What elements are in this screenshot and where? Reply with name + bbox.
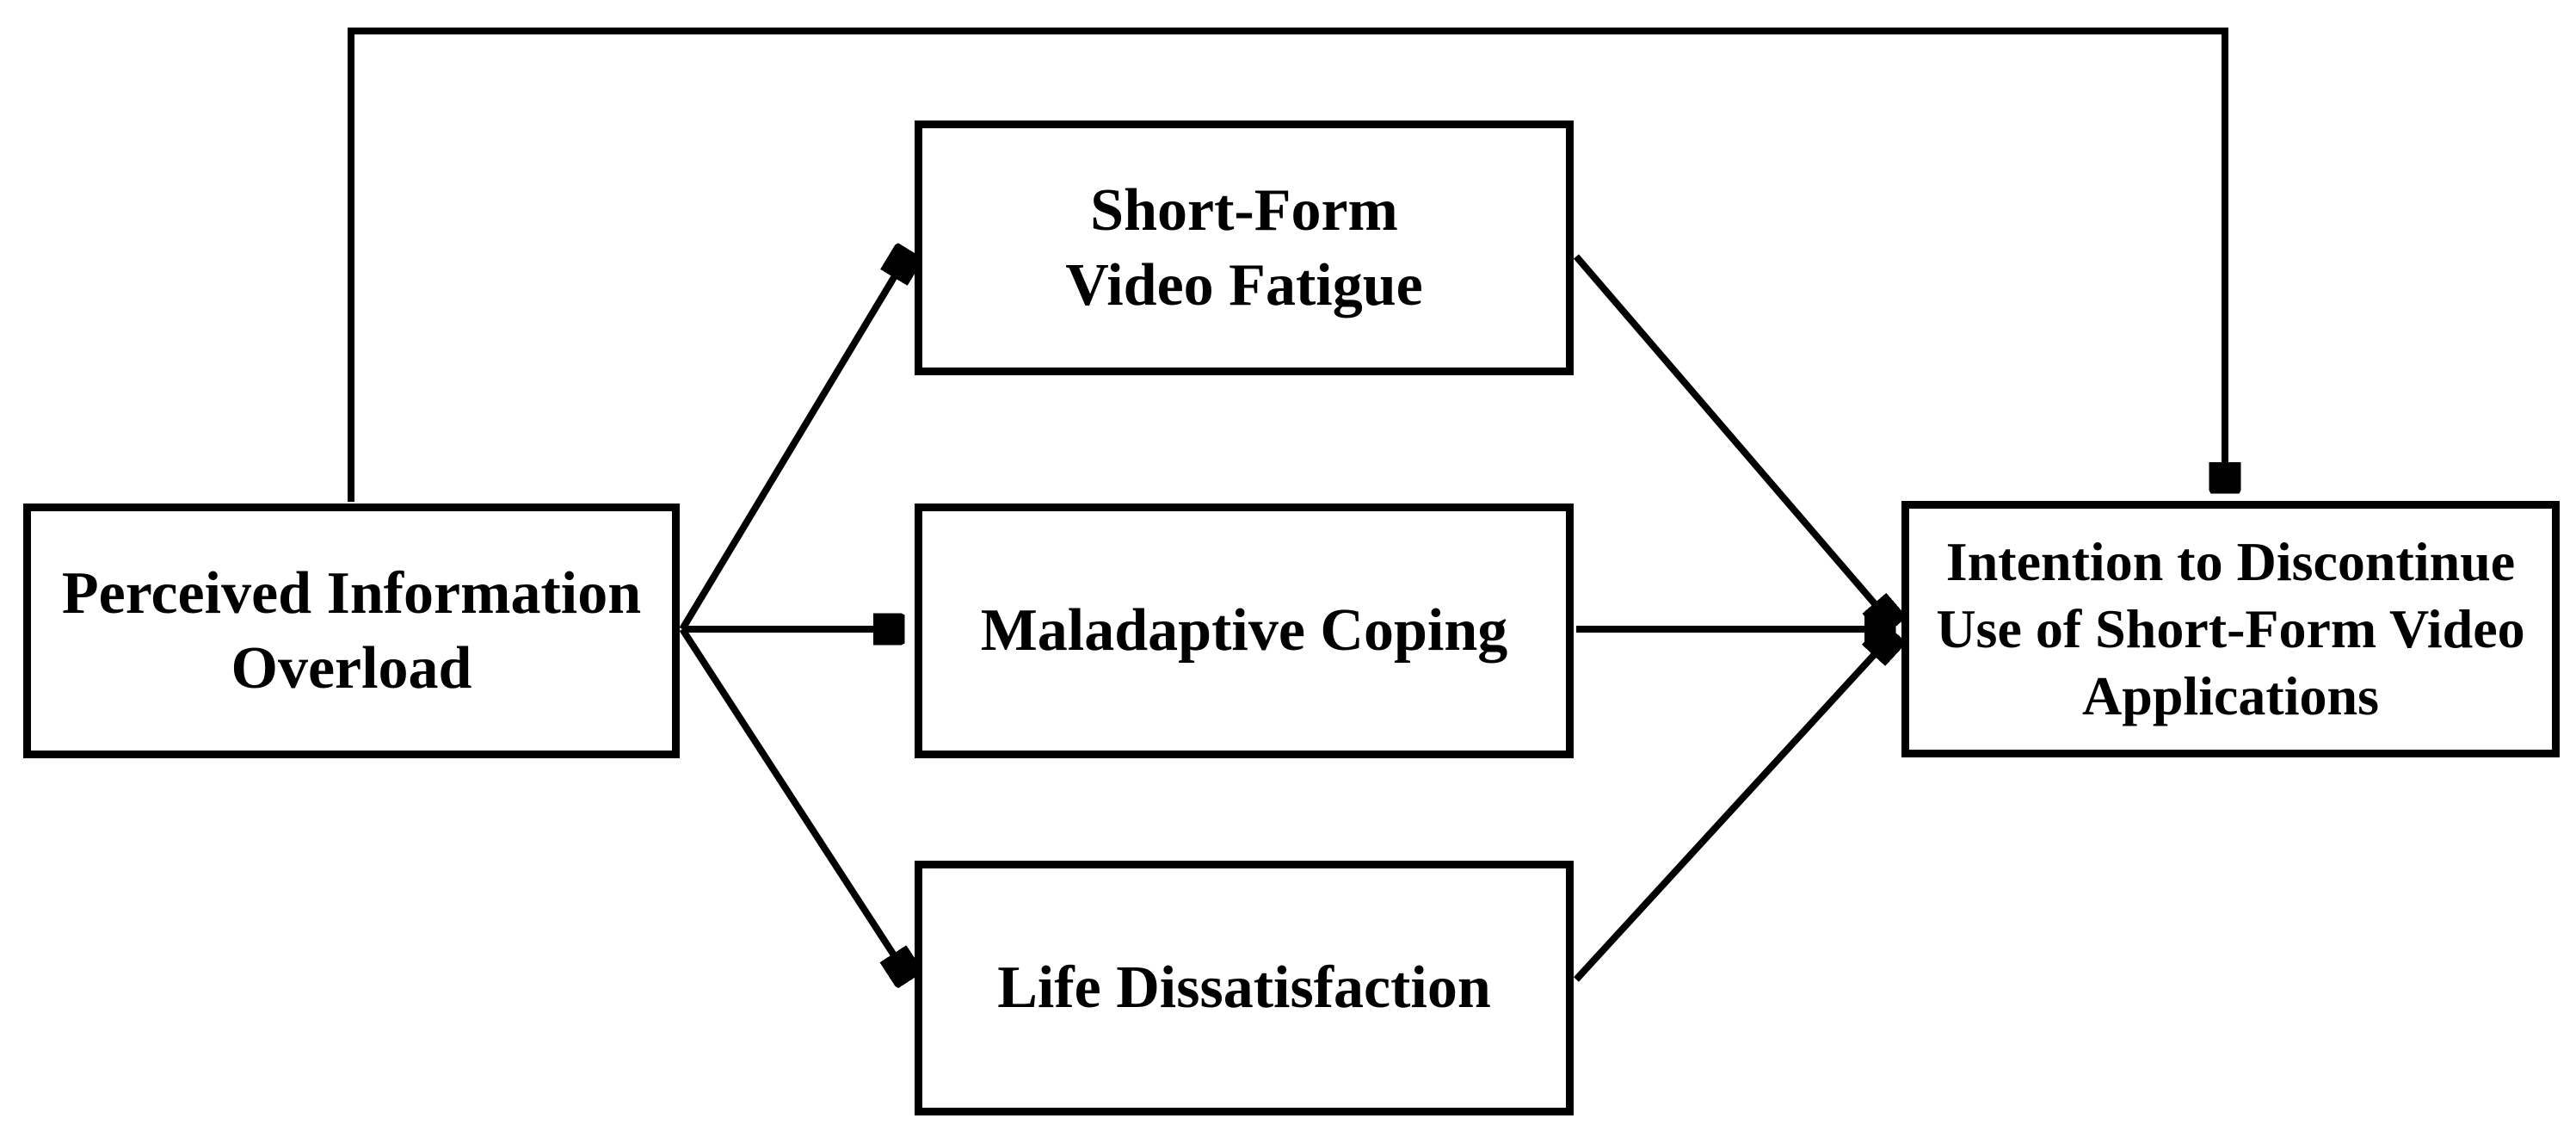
node-short-form-video-fatigue: Short-Form Video Fatigue xyxy=(915,120,1574,375)
edge-short-form-video-fatigue-to-intention xyxy=(1573,254,1893,625)
node-label-line: Maladaptive Coping xyxy=(980,597,1508,664)
node-life-dissatisfaction: Life Dissatisfaction xyxy=(915,861,1574,1115)
edge-pio-to-life-dissatisfaction xyxy=(679,627,909,978)
node-intention-to-discontinue-use: Intention to Discontinue Use of Short-Fo… xyxy=(1901,501,2560,757)
edge-life-dissatisfaction-to-intention xyxy=(1574,634,1893,982)
node-perceived-information-overload: Perceived Information Overload xyxy=(23,504,680,758)
node-label-line: Life Dissatisfaction xyxy=(997,955,1491,1022)
edge-pio-to-short-form-video-fatigue xyxy=(679,253,909,632)
node-label-line: Use of Short-Form Video xyxy=(1936,597,2525,659)
node-label-line: Short-Form xyxy=(1090,176,1398,244)
node-label-line: Video Fatigue xyxy=(1065,252,1423,318)
node-maladaptive-coping: Maladaptive Coping xyxy=(915,504,1574,758)
edge-pio-direct-to-intention xyxy=(348,28,2225,502)
node-label-line: Overload xyxy=(231,635,472,701)
node-label-line: Intention to Discontinue xyxy=(1945,530,2516,592)
node-label-line: Applications xyxy=(2082,665,2379,727)
node-label-line: Perceived Information xyxy=(61,559,642,627)
